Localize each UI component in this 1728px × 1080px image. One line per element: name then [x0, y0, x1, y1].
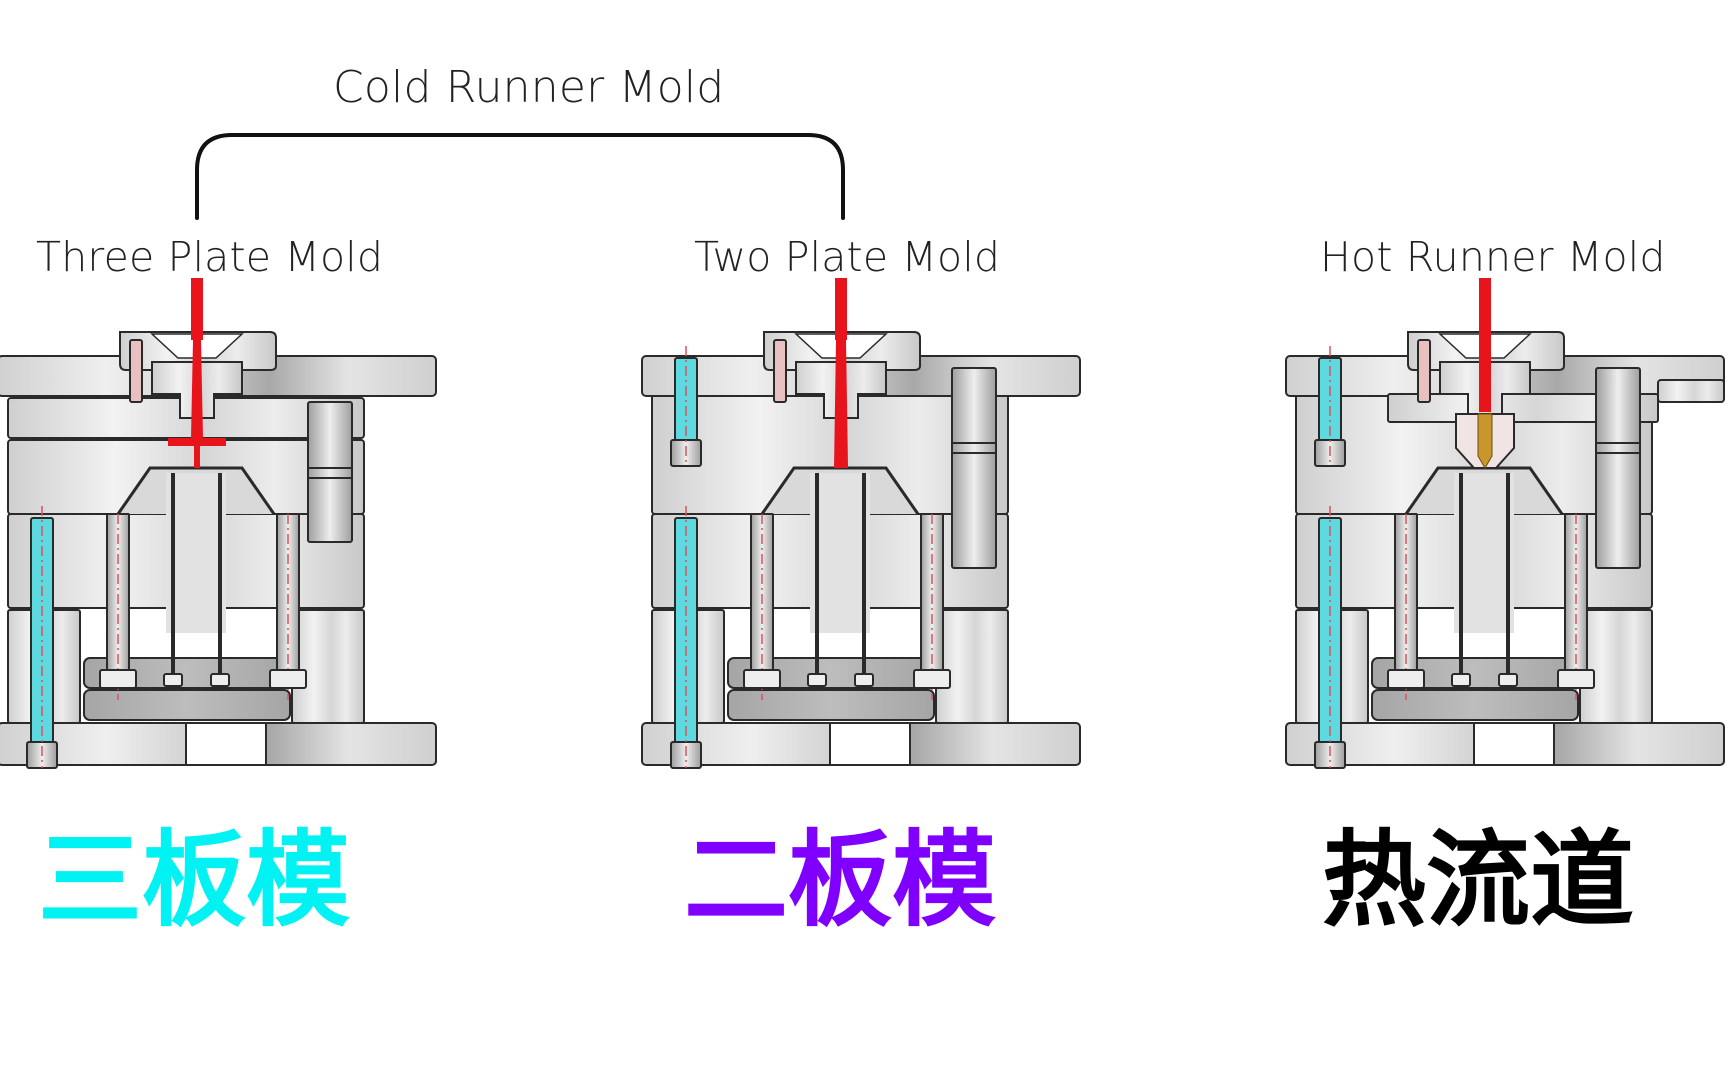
guide-pillar — [951, 367, 997, 569]
melt-sprue — [191, 340, 203, 438]
return-pin-head-right — [269, 669, 307, 689]
return-pin-head-left — [1387, 669, 1425, 689]
ejector-plate — [1371, 689, 1579, 721]
ejector-plate — [83, 689, 291, 721]
melt-channel — [1479, 340, 1491, 412]
support-block-right — [935, 609, 1009, 724]
ejector-pin-head-right — [854, 673, 874, 687]
ejector-hole — [1473, 722, 1555, 766]
ring-screw — [1417, 339, 1431, 403]
ejector-hole — [829, 722, 911, 766]
melt-runner — [168, 438, 226, 446]
guide-pillar — [1595, 367, 1641, 569]
melt-sprue — [834, 340, 848, 468]
two-plate-mold-diagram — [641, 278, 1081, 769]
manifold-spacer — [1657, 379, 1725, 403]
hot-runner-mold-label: Hot Runner Mold — [1320, 233, 1666, 281]
return-pin-head-right — [913, 669, 951, 689]
melt-gate — [194, 446, 200, 468]
three-plate-mold-diagram — [0, 278, 437, 769]
support-block-right — [1579, 609, 1653, 724]
cold-runner-bracket — [195, 133, 845, 220]
cold-runner-mold-title: Cold Runner Mold — [333, 62, 725, 113]
return-pin-head-left — [743, 669, 781, 689]
ejector-hole — [185, 722, 267, 766]
ejector-pin-head-left — [163, 673, 183, 687]
melt-nozzle — [1479, 278, 1491, 340]
hot-runner-mold-diagram — [1285, 278, 1725, 769]
core — [166, 473, 226, 633]
return-pin-head-left — [99, 669, 137, 689]
hot-runner-cn-label: 热流道 — [1322, 819, 1635, 941]
ring-screw — [129, 339, 143, 403]
melt-nozzle — [191, 278, 203, 340]
ejector-plate — [727, 689, 935, 721]
support-block-right — [291, 609, 365, 724]
two-plate-mold-label: Two Plate Mold — [694, 233, 1001, 281]
core — [1454, 473, 1514, 633]
guide-pillar — [307, 401, 353, 543]
ring-screw — [773, 339, 787, 403]
two-plate-mold-cn-label: 二板模 — [684, 819, 997, 941]
ejector-pin-head-left — [1451, 673, 1471, 687]
melt-nozzle — [835, 278, 847, 340]
three-plate-mold-cn-label: 三板模 — [38, 819, 351, 941]
hot-runner-nozzle-tip — [1477, 413, 1493, 469]
ejector-pin-head-right — [1498, 673, 1518, 687]
ejector-pin-head-left — [807, 673, 827, 687]
ejector-pin-head-right — [210, 673, 230, 687]
three-plate-mold-label: Three Plate Mold — [36, 233, 384, 281]
core — [810, 473, 870, 633]
return-pin-head-right — [1557, 669, 1595, 689]
